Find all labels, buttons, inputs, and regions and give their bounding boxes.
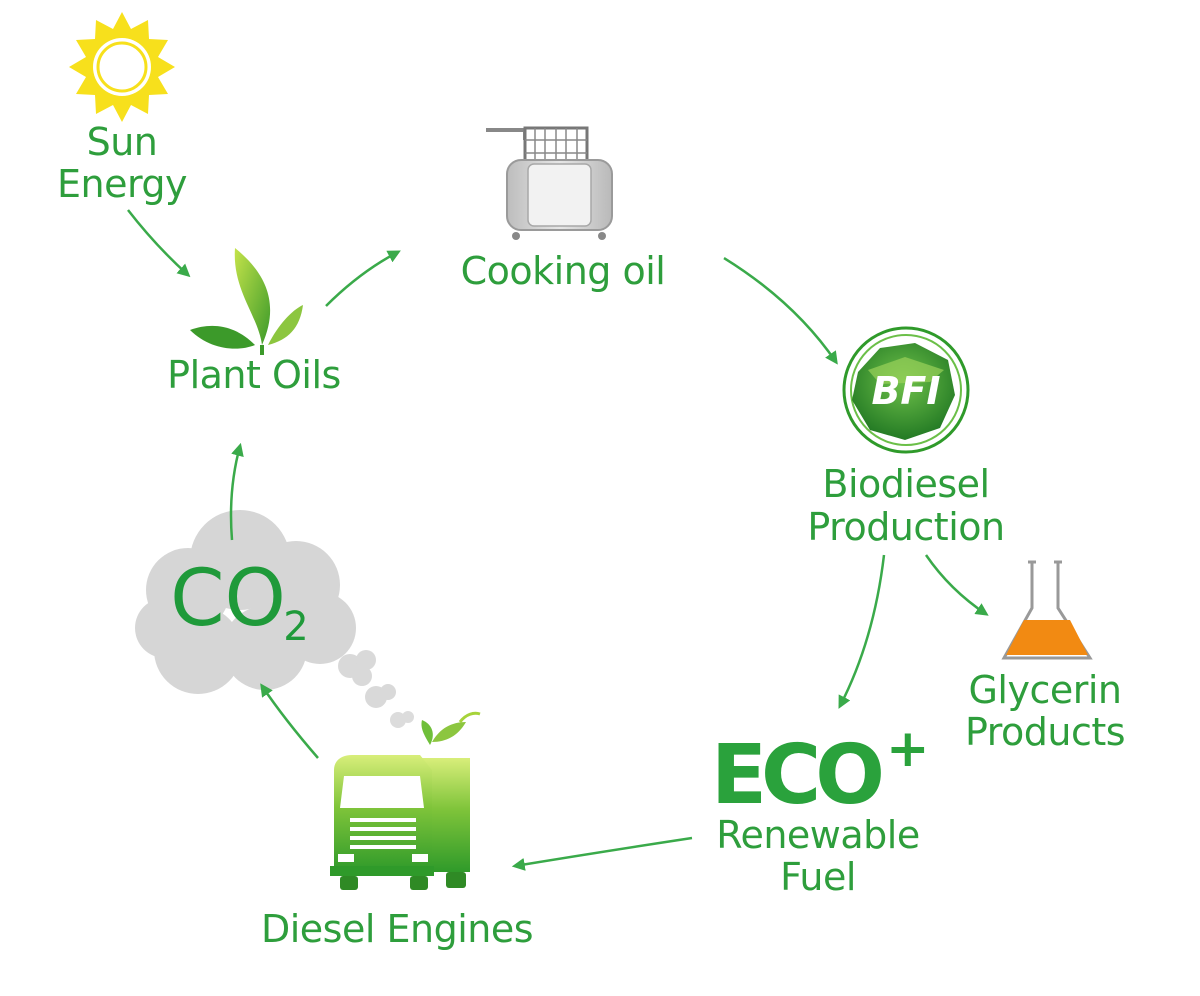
eco-logo-plus: + <box>886 719 930 779</box>
eco-logo-text: ECO <box>711 728 881 823</box>
fryer-icon <box>486 126 613 240</box>
sun-label-line2: Energy <box>57 162 187 206</box>
plant-oils-node: Plant Oils <box>167 248 341 397</box>
eco-renewable-node: ECO + Renewable Fuel <box>711 719 930 899</box>
arrow-biodiesel-to-eco <box>838 554 886 709</box>
co2-main-text: CO <box>170 554 286 644</box>
sun-icon <box>69 12 175 122</box>
diesel-engines-node: Diesel Engines <box>261 711 534 951</box>
biodiesel-label-line1: Biodiesel <box>822 462 989 506</box>
arrow-cooking-to-biodiesel <box>723 256 838 365</box>
arrow-plant-to-cooking <box>325 250 401 307</box>
arrow-eco-to-diesel <box>511 836 693 871</box>
bfi-logo: BFI <box>842 326 970 454</box>
bfi-logo-text: BFI <box>871 369 940 413</box>
flask-icon <box>1001 560 1093 660</box>
cycle-arrows <box>127 209 989 871</box>
truck-icon <box>330 711 481 890</box>
cooking-oil-label: Cooking oil <box>461 249 666 293</box>
plant-oils-label: Plant Oils <box>167 353 341 397</box>
glycerin-label-line2: Products <box>965 710 1125 754</box>
biodiesel-node: BFI Biodiesel Production <box>807 326 1005 549</box>
cooking-oil-node: Cooking oil <box>461 126 666 293</box>
glycerin-label-line1: Glycerin <box>968 668 1121 712</box>
cloud-icon <box>135 510 414 728</box>
leaf-icon <box>190 248 303 355</box>
diesel-engines-label: Diesel Engines <box>261 907 533 951</box>
co2-node: CO 2 <box>135 510 414 728</box>
eco-plus-logo: ECO + <box>711 719 930 823</box>
sun-node: Sun Energy <box>57 12 188 206</box>
arrow-biodiesel-to-glycerin <box>924 554 989 616</box>
arrow-sun-to-plant <box>127 209 191 278</box>
co2-subscript-text: 2 <box>283 604 308 650</box>
sun-label-line1: Sun <box>87 120 158 164</box>
arrow-co2-to-plant <box>229 442 244 541</box>
arrow-diesel-to-co2 <box>260 683 319 759</box>
glycerin-node: Glycerin Products <box>965 560 1126 754</box>
eco-label-line1: Renewable <box>716 813 919 857</box>
eco-label-line2: Fuel <box>780 855 856 899</box>
biodiesel-label-line2: Production <box>807 505 1004 549</box>
